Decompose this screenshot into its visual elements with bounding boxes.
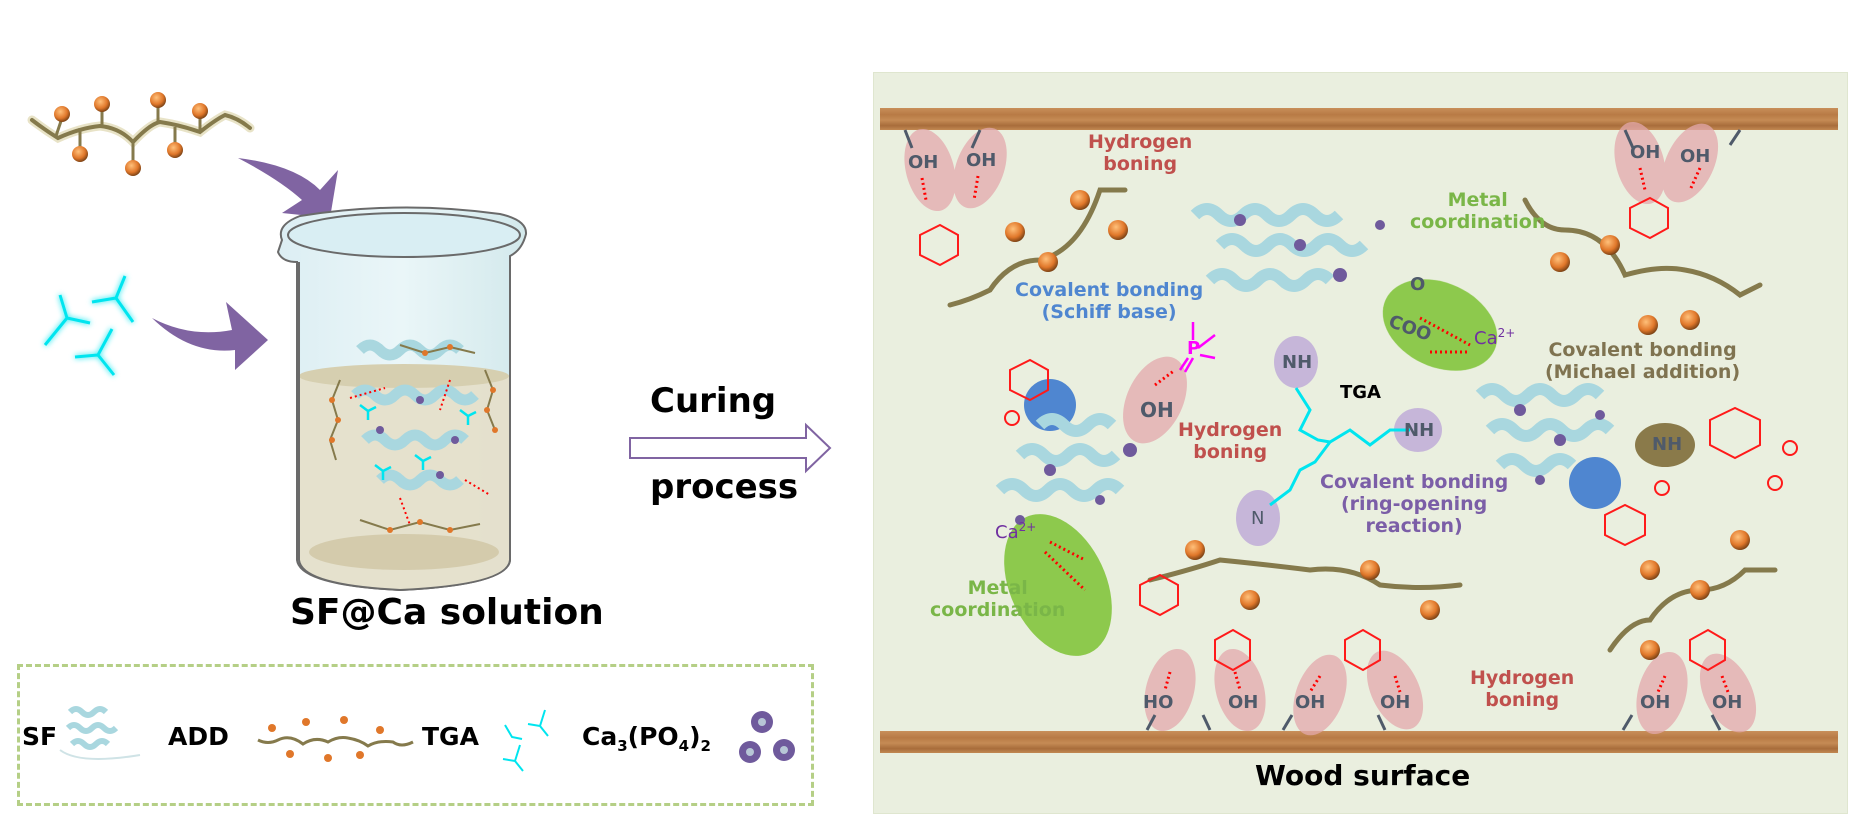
line: Covalent bonding xyxy=(1015,279,1204,301)
add-polymer-chain-icon xyxy=(257,716,414,762)
metal-coordination-ellipse-bottom xyxy=(1004,514,1112,656)
oh-label: OH xyxy=(908,152,939,173)
hbond-label-center: Hydrogen boning xyxy=(1178,419,1283,464)
line: boning xyxy=(1485,688,1560,711)
nh-label: NH xyxy=(1404,420,1435,441)
michael-addition-ellipse xyxy=(1635,423,1695,467)
oh-label: OH xyxy=(1295,692,1326,713)
tga-crosslinker-icon xyxy=(43,275,135,376)
oh-label: OH xyxy=(1140,398,1174,422)
legend-icons xyxy=(59,706,795,772)
calcium-phosphate-cluster-icon xyxy=(739,711,795,763)
calcium-phosphate-cluster-icon xyxy=(1015,214,1605,525)
line: Covalent bonding xyxy=(1548,339,1737,361)
nh-label: NH xyxy=(1652,434,1683,455)
line: Covalent bonding xyxy=(1320,471,1509,493)
amine-ellipse xyxy=(1236,490,1280,546)
sub-2: 2 xyxy=(700,737,711,755)
arrow-icon xyxy=(152,302,268,370)
line: Hydrogen xyxy=(1088,131,1193,153)
curing-label: Curing xyxy=(650,381,777,421)
legend-label-sf: SF xyxy=(22,722,58,751)
add-polymer-chain-icon xyxy=(947,187,1778,653)
oh-label: OH xyxy=(1712,692,1743,713)
michael-addition-label: Covalent bonding (Michael addition) xyxy=(1545,339,1741,384)
hbond-label-top: Hydrogen boning xyxy=(1088,131,1193,176)
n-label: N xyxy=(1251,508,1265,529)
line: coordination xyxy=(1410,210,1546,233)
ca-charge: 2+ xyxy=(1018,520,1037,534)
legend xyxy=(17,664,814,806)
ca-ion-label: Ca2+ xyxy=(995,520,1036,543)
schiff-base-label: Covalent bonding (Schiff base) xyxy=(1015,279,1204,324)
wood-surface-top xyxy=(880,108,1838,130)
curing-arrow-icon xyxy=(629,422,832,474)
catechol-ring xyxy=(919,196,1761,672)
silk-fibroin-protein-icon xyxy=(995,203,1615,502)
sub-3: 3 xyxy=(617,737,628,755)
oh-label: OH xyxy=(1630,142,1661,163)
schiff-base-circle xyxy=(1569,457,1621,509)
oh-label: OH xyxy=(966,150,997,171)
ca-charge: 2+ xyxy=(1497,326,1516,340)
cup-groups xyxy=(1005,190,1750,660)
ring-opening-label: Covalent bonding (ring-opening reaction) xyxy=(1320,471,1509,538)
oh-label: OH xyxy=(1380,692,1411,713)
arrow-icon xyxy=(238,158,338,218)
hbond-label-bottom: Hydrogen boning xyxy=(1470,667,1575,712)
ca-text: Ca xyxy=(995,522,1019,543)
phosphoric-acid xyxy=(1178,322,1216,373)
oh-label: OH xyxy=(1640,692,1671,713)
line: (Schiff base) xyxy=(1041,300,1177,323)
wood-surface-label: Wood surface xyxy=(1255,759,1471,792)
line: boning xyxy=(1193,440,1268,463)
paren-text: ) xyxy=(689,722,701,751)
wood-surface-bottom xyxy=(880,731,1838,753)
line: reaction) xyxy=(1365,514,1463,537)
amine-ellipse xyxy=(1394,408,1442,452)
silk-fibroin-protein-icon xyxy=(59,706,141,760)
ca-text: Ca xyxy=(582,722,618,751)
metal-coordination-ellipse-top xyxy=(1382,279,1498,371)
sf-network-icon xyxy=(328,339,498,533)
tga-label: TGA xyxy=(1340,382,1381,403)
oh-label: OH xyxy=(1680,146,1711,167)
ca-text: Ca xyxy=(1474,328,1498,349)
line: coordination xyxy=(930,598,1066,621)
line: Metal xyxy=(1447,189,1508,211)
beaker-label: SF@Ca solution xyxy=(290,592,604,633)
legend-label-ca3po42: Ca3(PO4)2 xyxy=(582,722,711,755)
process-label: process xyxy=(650,467,799,507)
line: (ring-opening xyxy=(1340,492,1488,515)
metal-coordination-label-top: Metal coordination xyxy=(1410,189,1546,234)
legend-label-tga: TGA xyxy=(422,722,479,751)
ho-label: HO xyxy=(1143,692,1174,713)
amine-ellipse xyxy=(1274,336,1318,388)
o-label: O xyxy=(1410,274,1426,295)
nh-label: NH xyxy=(1282,352,1313,373)
line: Metal xyxy=(967,577,1028,599)
ca-ion-label: Ca2+ xyxy=(1474,326,1515,349)
line: Hydrogen xyxy=(1470,667,1575,689)
metal-coordination-label-bottom: Metal coordination xyxy=(930,577,1066,622)
tga-skeleton xyxy=(1269,387,1410,507)
carbonyl-oxygens xyxy=(1004,410,1798,496)
beaker-icon xyxy=(276,206,528,592)
dotted-bonds xyxy=(920,167,1730,693)
p-label: P xyxy=(1187,338,1201,359)
hbond-ellipses xyxy=(904,121,1757,736)
tga-crosslinker-icon xyxy=(502,709,549,772)
legend-label-add: ADD xyxy=(168,722,229,751)
add-polymer-chain-icon xyxy=(27,92,255,176)
line: Hydrogen xyxy=(1178,419,1283,441)
sub-4: 4 xyxy=(678,737,690,755)
wood-hydroxyl-bonds xyxy=(903,129,1742,731)
po-text: (PO xyxy=(627,722,679,751)
line: (Michael addition) xyxy=(1545,360,1741,383)
oh-label: OH xyxy=(1228,692,1259,713)
line: boning xyxy=(1103,152,1178,175)
left-illustration xyxy=(27,92,832,592)
